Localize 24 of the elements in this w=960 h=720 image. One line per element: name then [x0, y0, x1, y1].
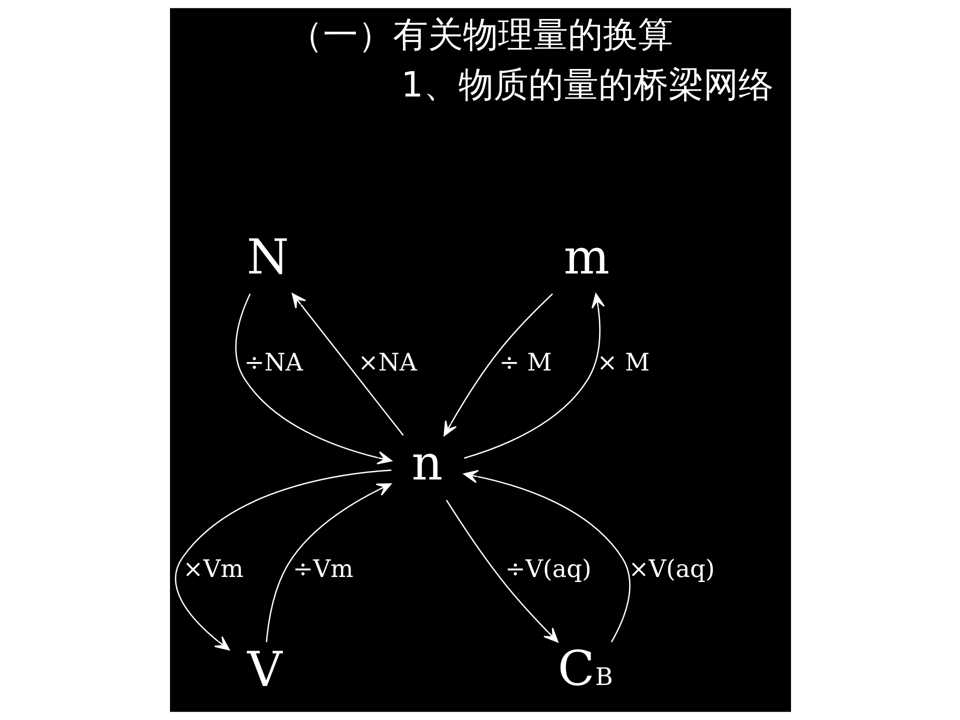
arrow	[462, 470, 630, 642]
arrow	[445, 500, 558, 642]
edge-label: ÷Vm	[292, 555, 353, 584]
edge-label: ×V(aq)	[628, 555, 714, 584]
arrow	[234, 294, 392, 464]
arrow	[463, 293, 604, 459]
node-text: m	[563, 229, 610, 286]
label: 1、物质的量的桥梁网络	[400, 65, 773, 106]
diagram-title: （一）有关物理量的换算	[288, 16, 672, 56]
edge-label: ÷V(aq)	[504, 555, 591, 584]
node-text: n	[411, 436, 442, 492]
arrow	[174, 470, 391, 650]
edge-label: ×Vm	[182, 555, 243, 584]
arrow	[265, 483, 392, 642]
edge-label: ×NA	[358, 348, 416, 377]
edge-label: ÷NA	[244, 348, 302, 377]
edge-label: ÷ M	[498, 348, 552, 377]
arrow	[443, 293, 553, 436]
node-text: N	[246, 229, 288, 286]
node-text: C	[557, 640, 594, 697]
arrow	[291, 293, 404, 436]
edge-label: × M	[596, 348, 650, 377]
node-label: B	[594, 662, 613, 691]
node-text: V	[246, 642, 282, 698]
